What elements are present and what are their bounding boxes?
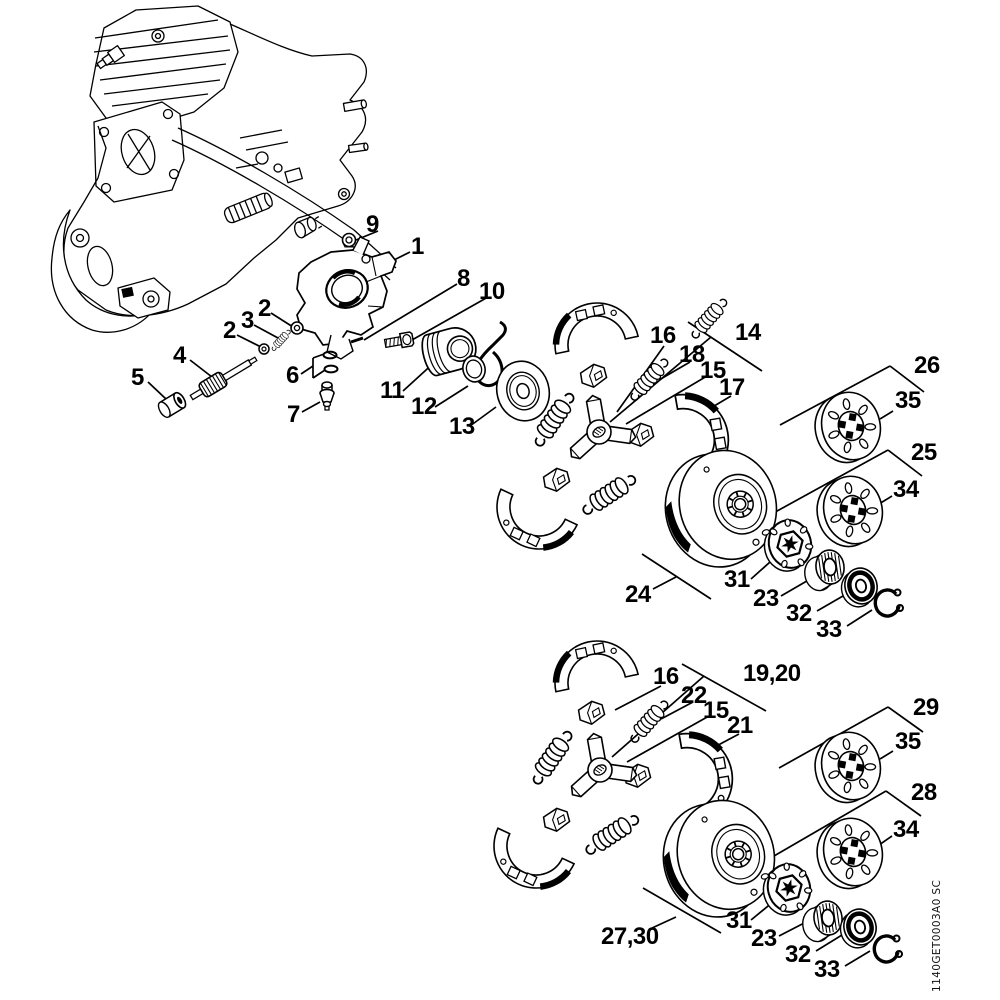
oil-valve-7 bbox=[319, 381, 335, 411]
callout-27-30: 27,30 bbox=[601, 923, 659, 950]
callout-14: 14 bbox=[735, 319, 761, 346]
clutch-spring bbox=[526, 726, 578, 789]
callout-3: 3 bbox=[241, 307, 254, 334]
callout-23-upper: 23 bbox=[753, 585, 779, 612]
callout-26: 26 bbox=[914, 352, 940, 379]
oil-pump-parts bbox=[157, 232, 551, 422]
callout-7: 7 bbox=[287, 401, 300, 428]
callout-32-upper: 32 bbox=[786, 600, 812, 627]
callout-33-lower: 33 bbox=[814, 956, 840, 983]
callout-35-upper: 35 bbox=[895, 387, 921, 414]
clutch-shoe bbox=[547, 295, 638, 354]
spring-3 bbox=[269, 327, 293, 353]
oil-pump-body bbox=[296, 236, 397, 360]
callout-6: 6 bbox=[286, 362, 299, 389]
callout-35-lower: 35 bbox=[895, 728, 921, 755]
callout-1: 1 bbox=[411, 233, 424, 260]
callout-28: 28 bbox=[911, 779, 937, 806]
clutch-spring bbox=[577, 469, 641, 520]
bushing-5 bbox=[157, 391, 187, 418]
clutch-pad bbox=[540, 465, 572, 495]
e-clip-33 bbox=[873, 587, 905, 618]
callout-2-lower: 2 bbox=[223, 317, 236, 344]
callout-31-upper: 31 bbox=[724, 566, 750, 593]
callout-13: 13 bbox=[449, 413, 475, 440]
callout-25: 25 bbox=[911, 439, 937, 466]
callout-34-upper: 34 bbox=[893, 476, 919, 503]
clutch-shoe bbox=[547, 633, 638, 692]
worm-gear-4 bbox=[189, 356, 258, 401]
plug-11 bbox=[421, 327, 477, 377]
o-rings-6 bbox=[322, 350, 339, 374]
leader-lines bbox=[147, 230, 925, 967]
clutch-hub-15 bbox=[567, 731, 639, 801]
washer-small bbox=[462, 355, 486, 383]
callout-22: 22 bbox=[681, 682, 707, 709]
callout-24: 24 bbox=[625, 581, 651, 608]
callout-16-upper: 16 bbox=[650, 322, 676, 349]
callout-31-lower: 31 bbox=[726, 907, 752, 934]
callout-15-lower: 15 bbox=[703, 697, 729, 724]
rim-sprocket-34 bbox=[808, 810, 891, 896]
callout-29: 29 bbox=[913, 694, 939, 721]
clutch-drum-27-30 bbox=[648, 787, 790, 931]
callout-4: 4 bbox=[173, 342, 186, 369]
clutch-hub-15 bbox=[566, 393, 638, 463]
clutch-pad bbox=[577, 361, 609, 391]
screw-10 bbox=[383, 331, 415, 349]
pin-8 bbox=[350, 336, 364, 344]
callout-12: 12 bbox=[411, 393, 437, 420]
callout-19-20: 19,20 bbox=[743, 660, 801, 687]
clutch-pad bbox=[540, 805, 572, 835]
disc-13 bbox=[495, 360, 551, 422]
callout-5: 5 bbox=[131, 364, 144, 391]
e-clip-33 bbox=[872, 933, 904, 964]
callout-21: 21 bbox=[727, 712, 753, 739]
clutch-spring bbox=[580, 809, 644, 860]
callout-17: 17 bbox=[719, 374, 745, 401]
washer-2-lower bbox=[258, 343, 270, 355]
clutch-spring bbox=[625, 354, 673, 405]
callout-10: 10 bbox=[479, 278, 505, 305]
callout-2-upper: 2 bbox=[258, 295, 271, 322]
clutch-shoe bbox=[483, 489, 577, 563]
callout-16-lower: 16 bbox=[653, 663, 679, 690]
callout-34-lower: 34 bbox=[893, 816, 919, 843]
callout-32-lower: 32 bbox=[785, 941, 811, 968]
engine-illustration bbox=[50, 5, 397, 333]
callout-15-upper: 15 bbox=[700, 357, 726, 384]
callout-8: 8 bbox=[457, 265, 470, 292]
clutch-spring bbox=[686, 294, 732, 342]
rim-sprocket-34 bbox=[808, 468, 891, 554]
callout-33-upper: 33 bbox=[816, 616, 842, 643]
clutch-shoe bbox=[480, 828, 574, 902]
drawing-number: 1140GET0003A0 SC bbox=[931, 879, 943, 992]
callout-18: 18 bbox=[679, 341, 705, 368]
callout-11: 11 bbox=[380, 377, 405, 404]
nut-9 bbox=[341, 232, 357, 248]
callout-23-lower: 23 bbox=[751, 925, 777, 952]
clutch-pad bbox=[575, 698, 607, 728]
callout-9: 9 bbox=[366, 211, 379, 238]
nut-2-upper bbox=[290, 321, 304, 335]
